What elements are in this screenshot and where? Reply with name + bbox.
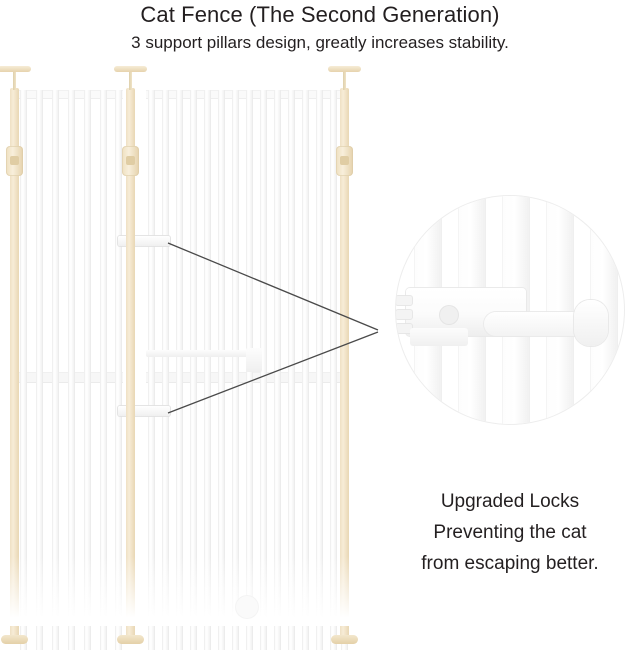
upper-gate-hinge	[118, 236, 170, 246]
middle-latch-catch	[246, 348, 262, 372]
lower-gate-hinge	[118, 406, 170, 416]
pillar-top-cap	[328, 66, 361, 72]
page-title: Cat Fence (The Second Generation)	[140, 2, 500, 27]
lock-tab-mid	[396, 310, 412, 319]
lock-dial	[440, 306, 458, 324]
lock-tab-top	[396, 296, 412, 305]
caption-line-1: Upgraded Locks	[440, 491, 580, 512]
pillar-top-cap	[114, 66, 147, 72]
left-support-pillar	[0, 66, 31, 644]
pillar-top-cap	[0, 66, 31, 72]
caption-block: Upgraded Locks Preventing the cat from e…	[380, 486, 640, 579]
middle-latch-bar	[146, 350, 258, 357]
pillar-neck	[343, 72, 346, 90]
left-gate-panel	[18, 90, 123, 650]
lock-plate	[410, 328, 468, 346]
pillar-foot	[331, 635, 358, 644]
pillar-neck	[13, 72, 16, 90]
caption-line-2: Preventing the cat	[433, 522, 587, 543]
pillar-adjust-collar	[6, 146, 23, 176]
right-support-pillar	[328, 66, 361, 644]
pillar-foot	[117, 635, 144, 644]
page-subtitle: 3 support pillars design, greatly increa…	[131, 33, 509, 52]
center-support-pillar	[114, 66, 147, 644]
lock-knob	[574, 300, 608, 346]
caption-line-3: from escaping better.	[421, 553, 599, 574]
pillar-adjust-collar	[122, 146, 139, 176]
upgraded-lock-detail-circle	[396, 196, 624, 424]
pillar-neck	[129, 72, 132, 90]
lock-tab-bottom	[396, 324, 412, 333]
cat-fence-illustration	[0, 66, 380, 650]
pillar-foot	[1, 635, 28, 644]
pillar-adjust-collar	[336, 146, 353, 176]
bottom-latch-knob	[236, 596, 258, 618]
